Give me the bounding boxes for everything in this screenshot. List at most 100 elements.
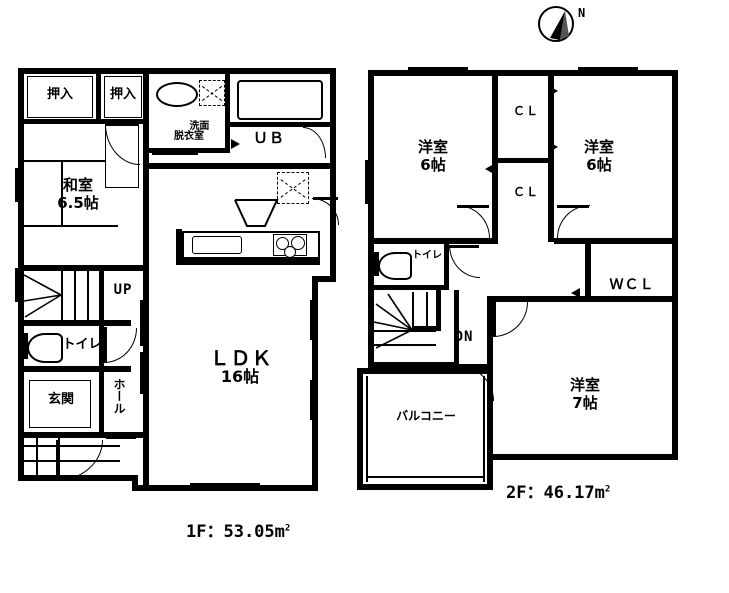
window-yoshitsu-nw-left xyxy=(365,160,368,204)
senmen-storage-x-icon xyxy=(199,80,225,106)
room-label-yoshitsu-ne: 洋室 xyxy=(583,138,614,156)
room-size-ldk: 16帖 xyxy=(220,367,260,386)
area-label-1f-sup: 2 xyxy=(284,523,291,534)
cl-lower-left-arrow-icon xyxy=(485,164,494,174)
area-label-2f-text: 2F：46.17m xyxy=(506,483,605,503)
wall-toilet1f-bottom xyxy=(18,366,131,372)
window-yoshitsu-nw-top xyxy=(408,67,468,70)
wall-oshiire2-bottom xyxy=(101,119,149,124)
wall-2f-balcony-top xyxy=(357,368,493,374)
stair-tread xyxy=(61,271,63,320)
wall-ub-top xyxy=(230,122,336,127)
wall-stairs-bottom xyxy=(18,320,131,326)
toilet-tank-icon-2f xyxy=(374,252,379,276)
room-label-toilet-2f: トイレ xyxy=(412,250,442,261)
wall-1f-top xyxy=(18,68,336,74)
floor-plan-2f: 洋室 6帖 ＣＬ ＣＬ 洋室 6帖 トイレ xyxy=(357,67,678,503)
wall-senmen-right xyxy=(225,68,230,153)
ub-door-arrow-icon xyxy=(231,139,240,149)
wall-1f-bottom-main xyxy=(132,485,318,491)
toilet-bowl-icon-2f xyxy=(378,252,412,280)
range-hood-icon xyxy=(234,199,279,227)
window-yoshitsu-ne-right xyxy=(675,110,678,152)
ldk-storage-x-icon xyxy=(277,172,309,204)
stair-tread xyxy=(100,271,102,320)
room-label-dn: DN xyxy=(454,329,474,345)
cl-lower-door-arrow-icon xyxy=(549,142,558,152)
window-yoshitsu-se-right xyxy=(675,320,678,364)
burner-3-icon xyxy=(284,246,296,258)
staircase-1f xyxy=(24,271,102,320)
wall-2f-left-upper xyxy=(368,70,374,373)
toilet-door-leaf-1f xyxy=(104,327,107,362)
stair-winder-lines-2f xyxy=(374,293,413,349)
area-label-1f-text: 1F：53.05m xyxy=(186,522,285,542)
wall-oshiire-divider xyxy=(96,68,101,124)
yoshitsu-nw-door-swing[interactable] xyxy=(457,205,490,238)
wall-senmen-bottom xyxy=(149,148,230,153)
area-label-2f: 2F：46.17m2 xyxy=(506,478,610,503)
room-label-cl-upper: ＣＬ xyxy=(512,104,539,118)
yoshitsu-se-door-swing[interactable] xyxy=(493,302,528,337)
wall-toilet2f-right xyxy=(444,244,449,290)
room-size-yoshitsu-ne: 6帖 xyxy=(586,156,612,174)
room-label-ldk: ＬＤＫ xyxy=(209,346,273,370)
compass-north-label: N xyxy=(578,6,586,20)
hall-sill xyxy=(106,436,136,439)
balcony-door-leaf xyxy=(459,366,493,369)
tatami-line-vert xyxy=(61,160,63,226)
kitchen-counter-front xyxy=(176,259,320,265)
room-label-hall: ホール xyxy=(112,378,126,414)
window-1f-left-a xyxy=(15,168,18,202)
wall-oshiire-bottom-1 xyxy=(18,119,101,124)
room-size-yoshitsu-nw: 6帖 xyxy=(420,156,446,174)
stair-tread xyxy=(87,271,89,320)
room-label-senmen-text: 洗面 脱衣室 xyxy=(174,121,210,143)
yoshitsu-nw-door-leaf xyxy=(457,205,489,208)
wall-cl-right xyxy=(548,70,554,242)
balcony-rail-inner-bottom xyxy=(366,476,484,478)
toilet-door-swing-2f[interactable] xyxy=(449,245,480,278)
wall-corridor-top xyxy=(487,296,591,302)
wall-2f-balcony-right xyxy=(487,368,493,490)
wall-washitsu-bottom xyxy=(18,265,149,271)
wall-ldk-left xyxy=(143,265,149,491)
yoshitsu-ne-door-swing[interactable] xyxy=(557,205,590,238)
wall-wcl-left xyxy=(585,244,591,302)
wall-1f-left-upper xyxy=(18,68,24,481)
room-label-balcony: バルコニー xyxy=(396,409,456,423)
wall-ub-bottom xyxy=(149,163,336,169)
wall-corridor-right xyxy=(487,302,493,372)
toilet-bowl-icon-1f xyxy=(27,333,63,363)
area-label-1f: 1F：53.05m2 xyxy=(186,517,290,542)
wall-1f-bottom-left xyxy=(18,475,138,481)
wall-hall-bottom xyxy=(104,432,149,438)
room-label-genkan: 玄関 xyxy=(47,392,74,407)
wall-stairs2f-bottom xyxy=(368,362,459,368)
senmen-door-sill xyxy=(152,151,198,155)
room-label-cl-lower: ＣＬ xyxy=(512,185,539,199)
room-size-washitsu: 6.5帖 xyxy=(57,194,99,212)
stair-tread xyxy=(74,271,76,320)
wall-stairs2f-inner xyxy=(436,290,441,330)
ldk-entry-door-leaf xyxy=(313,197,338,200)
room-size-yoshitsu-se: 7帖 xyxy=(572,394,598,412)
wall-1f-left-jog xyxy=(132,475,138,491)
compass-rose-icon: N xyxy=(538,6,598,48)
wall-1f-right-step xyxy=(312,276,336,282)
room-label-toilet-1f: トイレ xyxy=(62,337,102,352)
wall-2f-balcony-left xyxy=(357,368,363,490)
yoshitsu-se-door-leaf xyxy=(493,302,496,336)
wall-genkan-bottom xyxy=(18,432,104,438)
cl-upper-door-arrow-icon xyxy=(549,86,558,96)
wall-toilet1f-right xyxy=(99,326,104,372)
ldk-hall-sliding-door xyxy=(140,300,143,346)
kitchen-sink-icon xyxy=(192,236,242,254)
wall-genkan-right xyxy=(99,372,104,438)
window-yoshitsu-se-bottom-b xyxy=(604,457,662,460)
window-yoshitsu-se-bottom xyxy=(530,457,588,460)
washitsu-door-leaf xyxy=(105,124,139,126)
balcony-rail-inner-right xyxy=(483,376,485,482)
entrance-door-leaf xyxy=(56,440,59,480)
